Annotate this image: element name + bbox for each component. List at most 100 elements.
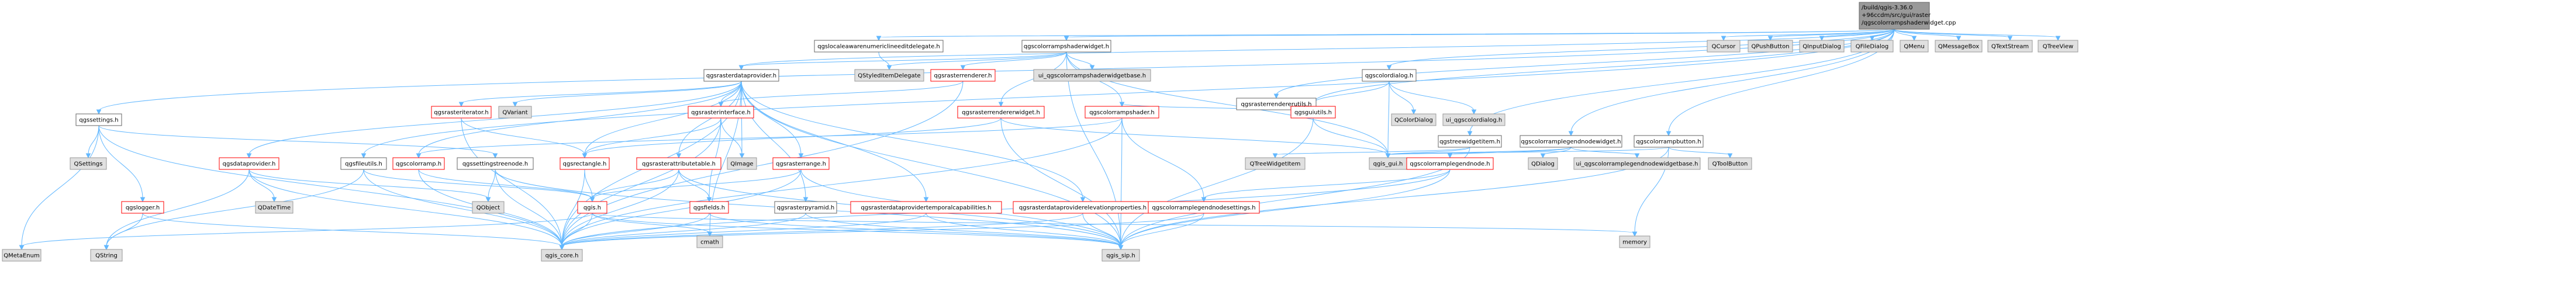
node-label: qgscolorramplegendnodesettings.h	[1152, 205, 1255, 211]
edge-qgscrsw-to-QStyledItemDelegate	[886, 51, 1067, 71]
node-qgscrsw[interactable]: qgscolorrampshaderwidget.h	[1021, 40, 1111, 53]
node-qgslocale[interactable]: qgslocaleawarenumericlineeditdelegate.h	[814, 40, 944, 53]
node-QTreeView: QTreeView	[2038, 40, 2078, 53]
node-qgscolorrampshader[interactable]: qgscolorrampshader.h	[1085, 106, 1159, 119]
node-qgscolordialog[interactable]: qgscolordialog.h	[1362, 69, 1417, 82]
edge-qgsrasterpyramid-to-qgis_sip	[805, 213, 1124, 251]
edge-qgssettingstreenode-to-QObject	[485, 169, 496, 203]
node-qgscolorramplegendnode[interactable]: qgscolorramplegendnode.h	[1406, 157, 1494, 170]
edge-qgsrasterdataprovider-to-qgsrasteriterator	[458, 81, 742, 107]
node-qgsrasterrendererwidget[interactable]: qgsrasterrendererwidget.h	[957, 106, 1045, 119]
edge-root-to-QTextStream	[1894, 29, 2013, 41]
node-label: qgsguiutils.h	[1294, 110, 1332, 116]
node-qgscolorramp[interactable]: qgscolorramp.h	[392, 157, 445, 170]
edge-root-to-qgscolordialog	[1386, 29, 1895, 71]
root-file-label-line: /build/qgis-3.36.0	[1862, 5, 1912, 11]
node-ui_crsw: ui_qgscolorrampshaderwidgetbase.h	[1033, 69, 1151, 82]
node-QSettings: QSettings	[70, 157, 107, 170]
node-qgsrdpep[interactable]: qgsrasterdataproviderelevationproperties…	[1013, 201, 1153, 214]
node-cmath: cmath	[696, 235, 723, 248]
node-qgsrasterrenderer[interactable]: qgsrasterrenderer.h	[930, 69, 996, 82]
edge-qgsrasterattributetable-to-qgis_h	[589, 169, 679, 203]
node-QCursor: QCursor	[1707, 40, 1741, 53]
node-QTreeWidgetItem: QTreeWidgetItem	[1245, 157, 1306, 170]
node-qgsrasterinterface[interactable]: qgsrasterinterface.h	[688, 106, 754, 119]
node-qgsrasterrange[interactable]: qgsrasterrange.h	[772, 157, 830, 170]
node-qgsrasterdataprovider[interactable]: qgsrasterdataprovider.h	[703, 69, 779, 82]
node-qgstreewidgetitem[interactable]: qgstreewidgetitem.h	[1438, 135, 1502, 148]
node-qgslogger[interactable]: qgslogger.h	[121, 201, 164, 214]
node-label: memory	[1622, 240, 1647, 246]
edge-qgssettings-to-qgslogger	[98, 125, 146, 203]
node-label: qgsdataprovider.h	[223, 161, 276, 168]
node-label: qgsrasterrendererutils.h	[1241, 102, 1312, 108]
node-label: qgscolorrampshaderwidget.h	[1024, 44, 1109, 50]
edge-qgis_h-to-memory	[592, 213, 1638, 237]
node-label: qgsrasterrange.h	[776, 161, 826, 168]
edge-qgssettings-to-QMetaEnum	[19, 125, 99, 251]
edge-qgslogger-to-QString	[103, 213, 143, 251]
edge-root-to-qgsrasterrendererutils	[1273, 29, 1895, 99]
node-QTextStream: QTextStream	[1987, 40, 2033, 53]
node-memory: memory	[1619, 235, 1650, 248]
edge-qgscrsw-to-qgis_sip	[1066, 51, 1124, 251]
node-label: qgsrasterdataproviderelevationproperties…	[1019, 205, 1147, 211]
edge-qgsguiutils-to-qgs_gui	[1313, 117, 1391, 159]
node-label: QSettings	[74, 161, 103, 168]
node-label: qgscolorramplegendnodewidget.h	[1521, 139, 1621, 145]
node-label: qgsrectangle.h	[563, 161, 607, 168]
node-label: ui_qgscolorramplegendnodewidgetbase.h	[1576, 161, 1698, 168]
edge-qgscrsw-to-ui_crsw	[1066, 51, 1095, 71]
node-QMetaEnum: QMetaEnum	[2, 249, 42, 262]
node-label: QTreeView	[2043, 44, 2073, 50]
edge-qgscrsw-to-qgsrasterdataprovider	[738, 51, 1067, 71]
edge-qgscolorramp-to-qgis_h	[418, 169, 595, 203]
node-label: qgis_core.h	[545, 253, 579, 259]
edge-qgscolorramplegendnodewidget-to-ui_legendnodewidgetbase	[1570, 147, 1640, 159]
node-qgsdataprovider[interactable]: qgsdataprovider.h	[219, 157, 279, 170]
node-qgsrasterattributetable[interactable]: qgsrasterattributetable.h	[636, 157, 721, 170]
node-qgsrdptc[interactable]: qgsrasterdataprovidertemporalcapabilitie…	[850, 201, 1002, 214]
node-label: QImage	[730, 161, 753, 168]
edge-root-to-qgscrsw	[1063, 29, 1895, 41]
node-label: qgis_gui.h	[1373, 161, 1403, 168]
node-qgsrasterpyramid[interactable]: qgsrasterpyramid.h	[774, 201, 837, 214]
node-qgsrasteriterator[interactable]: qgsrasteriterator.h	[431, 106, 492, 119]
node-qgscolorrampbutton[interactable]: qgscolorrampbutton.h	[1634, 135, 1704, 148]
node-label: qgslogger.h	[126, 205, 160, 211]
edge-qgsdataprovider-to-QDateTime	[248, 169, 277, 203]
edge-qgscrlns-to-qgis_sip	[1118, 213, 1204, 251]
node-qgsguiutils[interactable]: qgsguiutils.h	[1290, 106, 1336, 119]
node-label: qgslocaleawarenumericlineeditdelegate.h	[817, 44, 940, 50]
node-label: qgsfileutils.h	[345, 161, 382, 168]
node-QPushButton: QPushButton	[1748, 40, 1793, 53]
node-qgsfileutils[interactable]: qgsfileutils.h	[340, 157, 387, 170]
node-label: QMetaEnum	[4, 253, 39, 259]
edge-qgsrasterrange-to-qgis_h	[589, 169, 802, 203]
node-label: QDateTime	[258, 205, 291, 211]
node-qgscrlns[interactable]: qgscolorramplegendnodesettings.h	[1148, 201, 1260, 214]
node-label: QColorDialog	[1394, 117, 1433, 124]
node-qgssettings[interactable]: qgssettings.h	[75, 113, 122, 126]
node-qgsrectangle[interactable]: qgsrectangle.h	[560, 157, 610, 170]
node-label: qgssettingstreenode.h	[462, 161, 528, 168]
edge-qgsrasterdataprovider-to-qgscolorramp	[416, 81, 742, 159]
node-label: qgsrasterinterface.h	[691, 110, 751, 116]
node-qgsfields[interactable]: qgsfields.h	[689, 201, 729, 214]
edge-qgsrasterinterface-to-qgis_core	[559, 117, 721, 251]
node-label: qgscolorramplegendnode.h	[1410, 161, 1490, 168]
edge-qgsfileutils-to-qgis_h	[363, 169, 595, 203]
node-label: qgsrasterrenderer.h	[934, 73, 992, 79]
node-qgssettingstreenode[interactable]: qgssettingstreenode.h	[457, 157, 534, 170]
edge-qgsrasterrendererwidget-to-qgis_sip	[1000, 117, 1124, 251]
node-QColorDialog: QColorDialog	[1391, 113, 1437, 126]
edge-qgscolordialog-to-QColorDialog	[1389, 81, 1417, 115]
edge-qgscolorrampshader-to-qgscrlns	[1121, 117, 1207, 203]
node-qgis_h[interactable]: qgis.h	[577, 201, 607, 214]
edge-qgssettings-to-qgis_core	[98, 125, 565, 251]
node-qgscolorramplegendnodewidget[interactable]: qgscolorramplegendnodewidget.h	[1520, 135, 1622, 148]
node-qgis_sip: qgis_sip.h	[1101, 249, 1140, 262]
edge-root-to-QMenu	[1894, 29, 1917, 41]
edge-qgsrasterdataprovider-to-QVariant	[512, 81, 742, 107]
node-label: qgscolorrampshader.h	[1089, 110, 1155, 116]
